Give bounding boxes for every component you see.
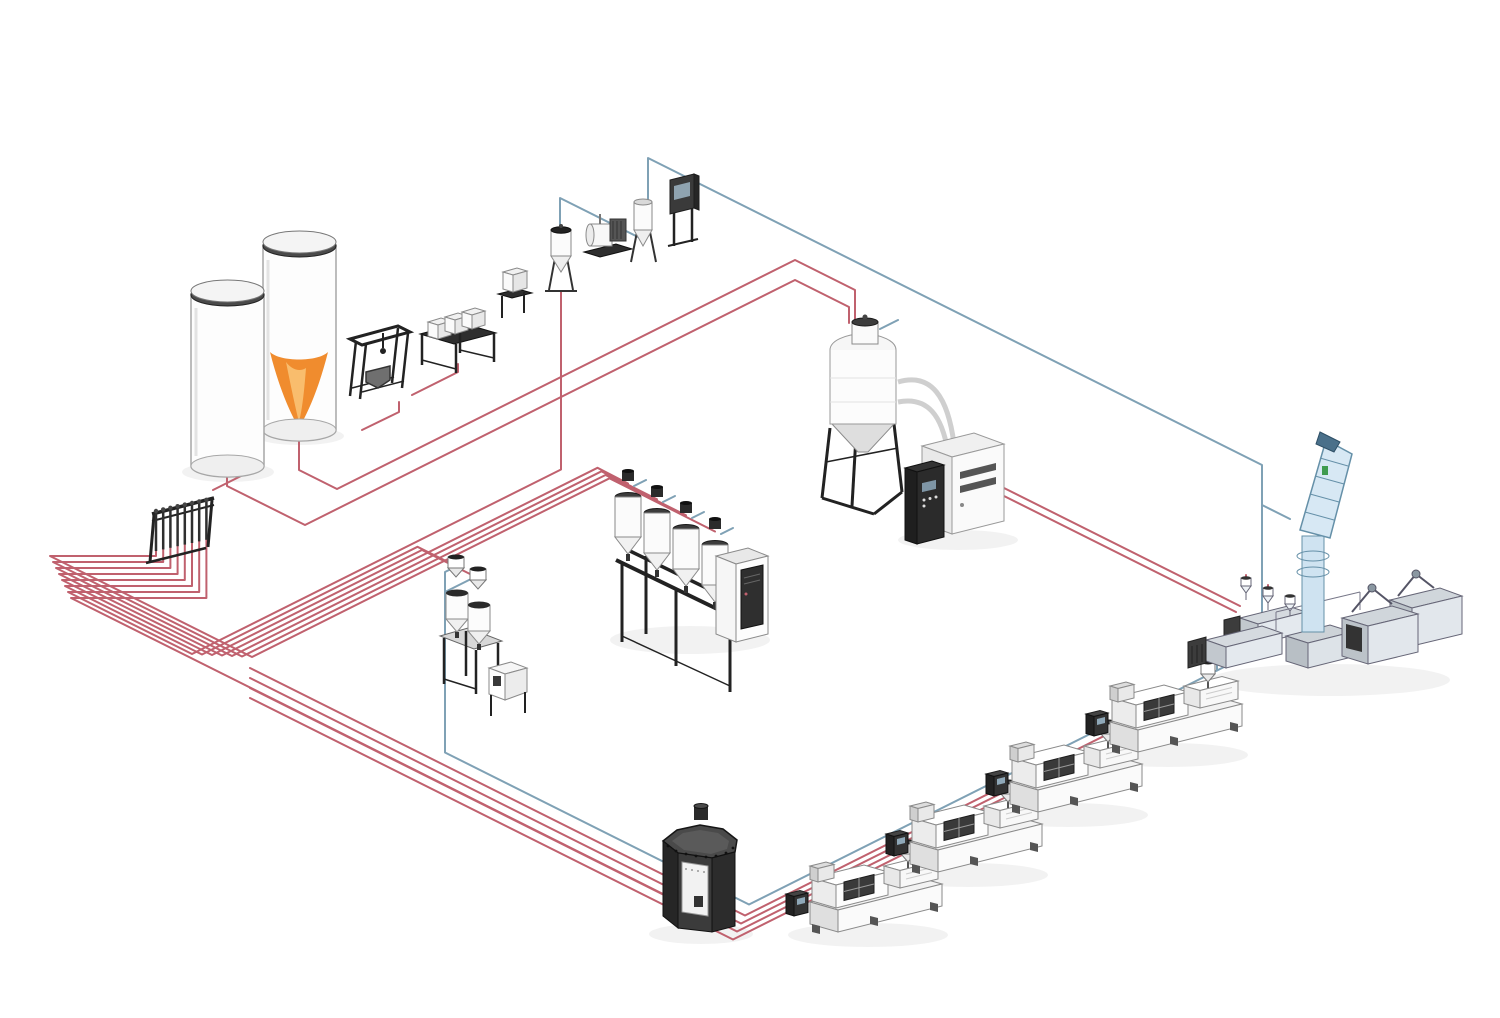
film-bubble-column — [1301, 535, 1325, 633]
dryer-control-cabinet — [903, 460, 946, 545]
supply-line — [361, 401, 400, 431]
return-stub — [633, 479, 647, 487]
dosing-hopper-2 — [466, 601, 492, 650]
hopper-top-receiver — [851, 314, 879, 345]
control-panel — [667, 173, 700, 247]
battery-control-cabinet — [714, 547, 770, 643]
batch-boxes — [426, 307, 487, 340]
drying-hopper-cell — [642, 485, 672, 577]
drying-hopper-cell — [671, 501, 701, 593]
weigh-batch-station — [418, 307, 498, 373]
coupling-tubes — [154, 499, 208, 551]
tower-cap — [1315, 431, 1341, 453]
drying-hopper-cell — [613, 469, 643, 561]
silo-2 — [262, 230, 337, 442]
supply-line — [411, 363, 459, 396]
film-winder — [1340, 569, 1464, 665]
panel-screen — [674, 182, 690, 200]
station-receiver-2 — [468, 566, 488, 590]
vacuum-receiver — [545, 224, 577, 292]
return-stub — [720, 527, 734, 535]
bag-discharge-hopper — [365, 365, 391, 389]
supply-line — [58, 466, 629, 657]
film-dosing-units — [1240, 576, 1296, 616]
buffer-stand — [496, 267, 534, 318]
supply-line — [1001, 486, 1241, 607]
desiccant-dryer — [903, 432, 1006, 545]
return-line — [879, 319, 899, 330]
coupling-station — [145, 496, 215, 565]
drying-hopper-battery — [613, 469, 770, 692]
supply-line — [298, 259, 856, 490]
vacuum-pump — [582, 214, 634, 258]
return-stub — [691, 511, 705, 519]
supply-line — [67, 291, 562, 655]
silo-top-fitting — [693, 803, 709, 820]
dryer-vent — [960, 463, 996, 479]
return-stub — [662, 495, 676, 503]
dryer-vent — [960, 477, 996, 493]
supply-line — [55, 470, 658, 657]
supply-line — [49, 477, 716, 658]
cyclone-separator — [630, 198, 657, 263]
film-tower — [1299, 438, 1353, 539]
big-bag-station — [345, 324, 415, 400]
tower-indicator — [1322, 466, 1328, 475]
cabinet-door — [740, 564, 764, 630]
mixing-silo — [661, 803, 738, 933]
volumetric-doser — [487, 661, 529, 716]
supply-line — [1001, 494, 1237, 613]
dosing-hopper-1 — [444, 589, 470, 638]
silo-1 — [190, 279, 265, 478]
blown-film-line — [1187, 431, 1464, 669]
winder-panel — [1346, 624, 1362, 652]
pump-motor — [609, 218, 627, 242]
drying-hopper — [820, 314, 904, 516]
silo-access-panel — [681, 861, 709, 917]
drying-hoppers — [613, 469, 730, 609]
return-stub — [1261, 504, 1291, 520]
film-extruder — [1187, 605, 1308, 669]
station-receiver-1 — [446, 554, 466, 578]
